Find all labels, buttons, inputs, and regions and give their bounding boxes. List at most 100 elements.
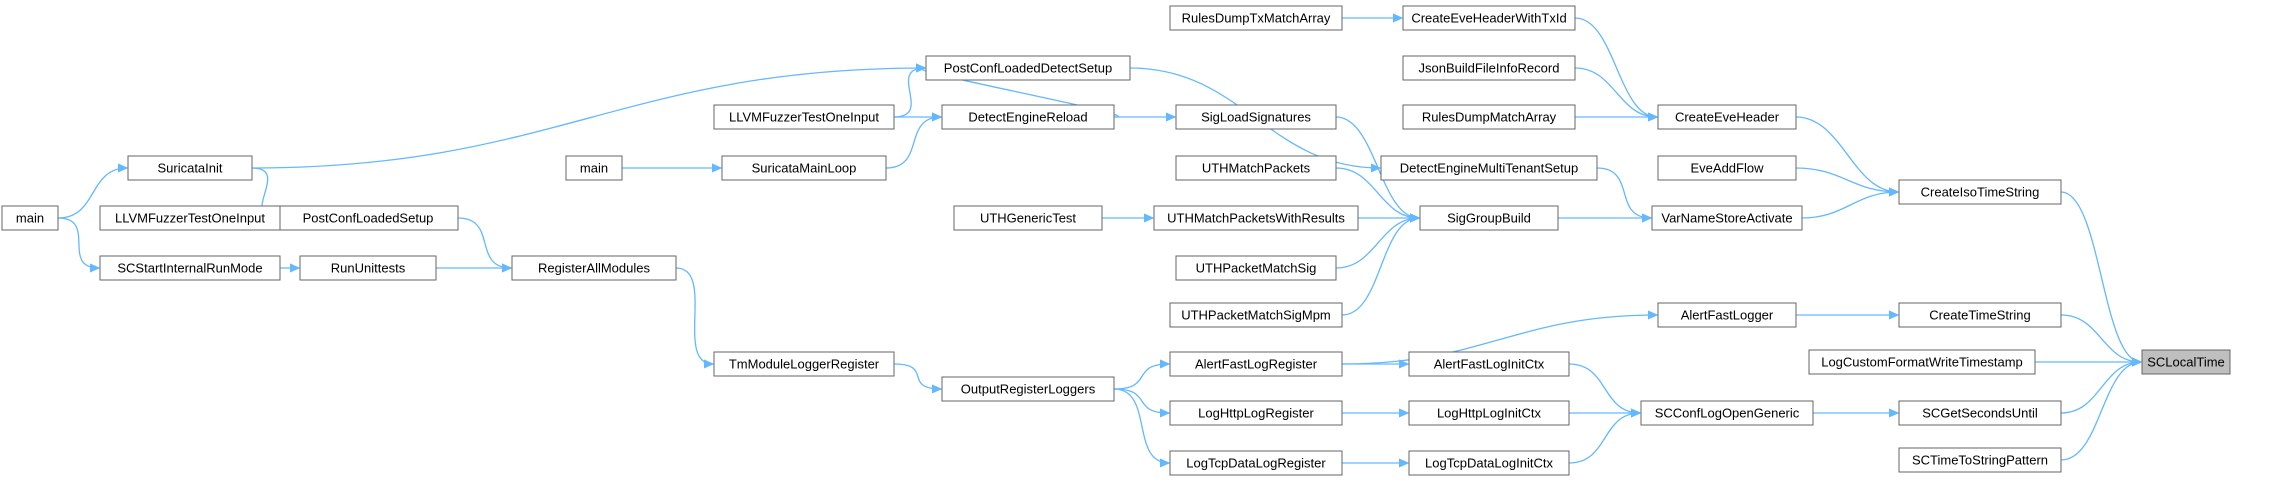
edge-main-to-sc-start-internal-run-mode [57, 217, 99, 268]
node-sc-conf-log-open-generic[interactable]: SCConfLogOpenGeneric [1640, 400, 1814, 426]
node-rules-dump-tx-match-array[interactable]: RulesDumpTxMatchArray [1169, 5, 1343, 31]
node-box[interactable] [2141, 349, 2231, 375]
node-sc-start-internal-run-mode[interactable]: SCStartInternalRunMode [99, 255, 281, 281]
node-post-conf-loaded-setup[interactable]: PostConfLoadedSetup [277, 205, 459, 231]
node-uth-generic-test[interactable]: UTHGenericTest [953, 205, 1103, 231]
node-box[interactable] [1402, 5, 1576, 31]
node-alert-fast-log-register[interactable]: AlertFastLogRegister [1169, 351, 1343, 377]
node-box[interactable] [1, 205, 59, 231]
node-uth-packet-match-sig-mpm[interactable]: UTHPacketMatchSigMpm [1169, 302, 1343, 328]
edge-detect-engine-multi-tenant-setup-to-var-name-store-activate [1596, 167, 1651, 218]
node-box[interactable] [1898, 302, 2062, 328]
node-box[interactable] [1898, 447, 2062, 473]
node-box[interactable] [1408, 450, 1570, 476]
node-box[interactable] [99, 255, 281, 281]
node-llvm-fuzzer-test-one-input[interactable]: LLVMFuzzerTestOneInput [713, 104, 895, 130]
node-box[interactable] [1419, 205, 1559, 231]
node-box[interactable] [1153, 205, 1359, 231]
node-box[interactable] [1808, 349, 2036, 375]
node-var-name-store-activate[interactable]: VarNameStoreActivate [1651, 205, 1803, 231]
node-suricata-main-loop[interactable]: SuricataMainLoop [721, 155, 887, 181]
node-detect-engine-multi-tenant-setup[interactable]: DetectEngineMultiTenantSetup [1380, 155, 1598, 181]
node-box[interactable] [565, 155, 623, 181]
node-box[interactable] [299, 255, 437, 281]
node-box[interactable] [925, 55, 1131, 81]
node-uth-match-packets-with-results[interactable]: UTHMatchPacketsWithResults [1153, 205, 1359, 231]
node-main[interactable]: main [565, 155, 623, 181]
node-box[interactable] [1657, 104, 1797, 130]
node-box[interactable] [277, 205, 459, 231]
node-sc-local-time[interactable]: SCLocalTime [2141, 349, 2231, 375]
node-box[interactable] [941, 376, 1115, 402]
edge-uth-packet-match-sig-mpm-to-sig-group-build [1341, 218, 1419, 316]
node-box[interactable] [1402, 104, 1576, 130]
node-box[interactable] [1169, 5, 1343, 31]
node-box[interactable] [713, 104, 895, 130]
node-log-tcp-data-log-init-ctx[interactable]: LogTcpDataLogInitCtx [1408, 450, 1570, 476]
node-alert-fast-log-init-ctx[interactable]: AlertFastLogInitCtx [1408, 351, 1570, 377]
node-label: LogTcpDataLogRegister [1186, 455, 1326, 470]
node-llvm-fuzzer-test-one-input[interactable]: LLVMFuzzerTestOneInput [99, 205, 281, 231]
node-box[interactable] [1898, 400, 2062, 426]
node-box[interactable] [1640, 400, 1814, 426]
node-uth-packet-match-sig[interactable]: UTHPacketMatchSig [1175, 255, 1337, 281]
node-box[interactable] [127, 155, 253, 181]
node-box[interactable] [1408, 351, 1570, 377]
node-box[interactable] [99, 205, 281, 231]
node-box[interactable] [1408, 400, 1570, 426]
node-box[interactable] [1169, 302, 1343, 328]
node-label: PostConfLoadedDetectSetup [944, 60, 1112, 75]
node-box[interactable] [1657, 155, 1797, 181]
node-box[interactable] [1175, 255, 1337, 281]
node-box[interactable] [511, 255, 677, 281]
node-tm-module-logger-register[interactable]: TmModuleLoggerRegister [713, 351, 895, 377]
node-box[interactable] [1651, 205, 1803, 231]
node-alert-fast-logger[interactable]: AlertFastLogger [1657, 302, 1797, 328]
node-eve-add-flow[interactable]: EveAddFlow [1657, 155, 1797, 181]
node-box[interactable] [1169, 400, 1343, 426]
node-log-http-log-register[interactable]: LogHttpLogRegister [1169, 400, 1343, 426]
node-run-unittests[interactable]: RunUnittests [299, 255, 437, 281]
node-create-eve-header-with-tx-id[interactable]: CreateEveHeaderWithTxId [1402, 5, 1576, 31]
node-box[interactable] [1898, 179, 2062, 205]
node-box[interactable] [721, 155, 887, 181]
node-box[interactable] [1169, 450, 1343, 476]
node-log-custom-format-write-timestamp[interactable]: LogCustomFormatWriteTimestamp [1808, 349, 2036, 375]
node-output-register-loggers[interactable]: OutputRegisterLoggers [941, 376, 1115, 402]
node-detect-engine-reload[interactable]: DetectEngineReload [941, 104, 1115, 130]
node-box[interactable] [1175, 104, 1337, 130]
node-box[interactable] [1402, 55, 1576, 81]
node-rules-dump-match-array[interactable]: RulesDumpMatchArray [1402, 104, 1576, 130]
node-label: UTHPacketMatchSig [1196, 260, 1317, 275]
node-label: LLVMFuzzerTestOneInput [729, 109, 879, 124]
node-log-tcp-data-log-register[interactable]: LogTcpDataLogRegister [1169, 450, 1343, 476]
node-create-eve-header[interactable]: CreateEveHeader [1657, 104, 1797, 130]
edge-alert-fast-log-register-to-alert-fast-logger [1341, 315, 1657, 365]
node-sc-time-to-string-pattern[interactable]: SCTimeToStringPattern [1898, 447, 2062, 473]
node-sig-load-signatures[interactable]: SigLoadSignatures [1175, 104, 1337, 130]
edge-create-eve-header-to-create-iso-time-string [1795, 116, 1898, 192]
node-suricata-init[interactable]: SuricataInit [127, 155, 253, 181]
node-box[interactable] [1169, 351, 1343, 377]
node-box[interactable] [953, 205, 1103, 231]
node-box[interactable] [1380, 155, 1598, 181]
node-post-conf-loaded-detect-setup[interactable]: PostConfLoadedDetectSetup [925, 55, 1131, 81]
edge-json-build-file-info-record-to-create-eve-header [1574, 67, 1657, 117]
node-label: CreateEveHeader [1675, 109, 1780, 124]
node-main[interactable]: main [1, 205, 59, 231]
node-box[interactable] [1175, 155, 1337, 181]
edge-var-name-store-activate-to-create-iso-time-string [1801, 192, 1898, 219]
node-sig-group-build[interactable]: SigGroupBuild [1419, 205, 1559, 231]
node-box[interactable] [941, 104, 1115, 130]
node-create-time-string[interactable]: CreateTimeString [1898, 302, 2062, 328]
node-sc-get-seconds-until[interactable]: SCGetSecondsUntil [1898, 400, 2062, 426]
node-json-build-file-info-record[interactable]: JsonBuildFileInfoRecord [1402, 55, 1576, 81]
node-box[interactable] [1657, 302, 1797, 328]
node-box[interactable] [713, 351, 895, 377]
node-create-iso-time-string[interactable]: CreateIsoTimeString [1898, 179, 2062, 205]
node-uth-match-packets[interactable]: UTHMatchPackets [1175, 155, 1337, 181]
node-label: RulesDumpTxMatchArray [1182, 10, 1331, 25]
node-label: RulesDumpMatchArray [1422, 109, 1557, 124]
node-log-http-log-init-ctx[interactable]: LogHttpLogInitCtx [1408, 400, 1570, 426]
node-register-all-modules[interactable]: RegisterAllModules [511, 255, 677, 281]
